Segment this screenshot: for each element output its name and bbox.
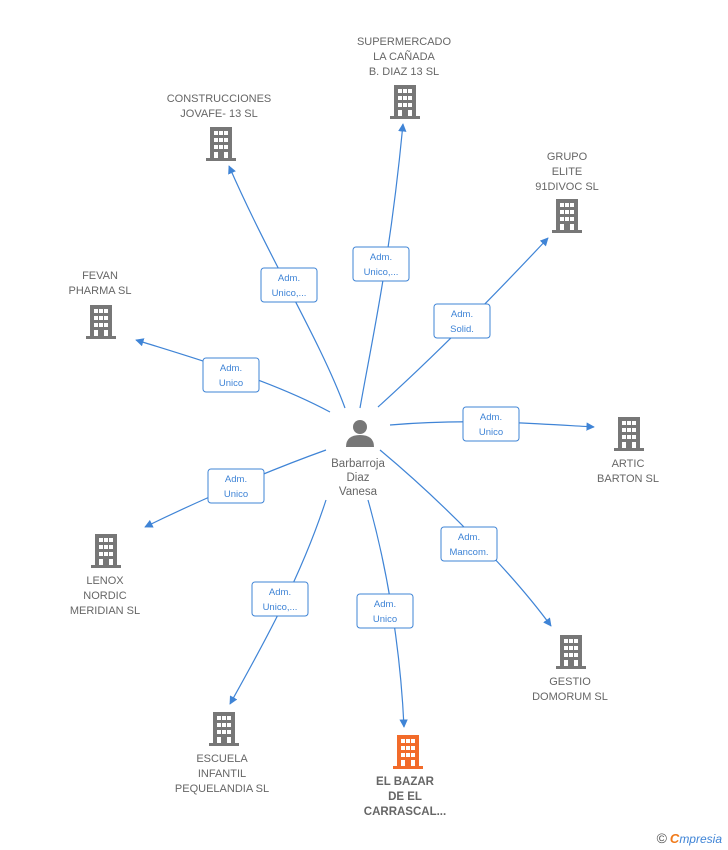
- company-name-line: B. DIAZ 13 SL: [369, 66, 439, 78]
- role-label-lenox[interactable]: Adm. Unico: [207, 468, 265, 504]
- role-label-box: [260, 267, 318, 303]
- building-icon: [91, 534, 121, 568]
- company-node-supermercado[interactable]: SUPERMERCADO LA CAÑADA B. DIAZ 13 SL: [357, 36, 452, 119]
- role-label-line: Mancom.: [449, 547, 488, 558]
- company-name-line: EL BAZAR: [376, 776, 435, 788]
- building-icon: [390, 85, 420, 119]
- role-label-line: Adm.: [370, 252, 392, 263]
- person-name-line-2: Diaz: [346, 472, 369, 484]
- company-node-construcciones[interactable]: CONSTRUCCIONES JOVAFE- 13 SL: [167, 93, 272, 161]
- company-name-line: CONSTRUCCIONES: [167, 93, 272, 105]
- role-label-construcciones[interactable]: Adm. Unico,...: [260, 267, 318, 303]
- brand-logo-initial: C: [669, 831, 680, 846]
- role-label-line: Adm.: [451, 309, 473, 320]
- role-label-box: [462, 406, 520, 442]
- company-node-el-bazar[interactable]: EL BAZAR DE EL CARRASCAL...: [364, 735, 446, 818]
- role-label-line: Unico: [219, 378, 243, 389]
- role-label-line: Unico,...: [364, 267, 399, 278]
- company-name-line: ESCUELA: [196, 753, 248, 765]
- role-label-el-bazar[interactable]: Adm. Unico: [356, 593, 414, 629]
- company-name-line: LA CAÑADA: [373, 50, 435, 63]
- role-label-line: Adm.: [225, 474, 247, 485]
- role-label-line: Adm.: [269, 587, 291, 598]
- role-label-box: [207, 468, 265, 504]
- company-node-escuela[interactable]: ESCUELA INFANTIL PEQUELANDIA SL: [175, 712, 269, 795]
- role-label-line: Adm.: [458, 532, 480, 543]
- company-name-line: ARTIC: [612, 458, 645, 470]
- person-name-line-3: Vanesa: [339, 486, 378, 498]
- company-node-fevan[interactable]: FEVAN PHARMA SL: [69, 270, 132, 339]
- building-icon: [393, 735, 423, 769]
- role-label-grupo-elite[interactable]: Adm. Solid.: [433, 303, 491, 339]
- company-node-grupo-elite[interactable]: GRUPO ELITE 91DIVOC SL: [535, 151, 599, 233]
- brand-logo-text: mpresia: [679, 832, 722, 846]
- role-label-box: [356, 593, 414, 629]
- company-name-line: GESTIO: [549, 676, 591, 688]
- company-name-line: CARRASCAL...: [364, 806, 446, 818]
- center-person[interactable]: Barbarroja Diaz Vanesa: [331, 420, 385, 498]
- company-name-line: SUPERMERCADO: [357, 36, 452, 48]
- building-icon: [206, 127, 236, 161]
- building-icon: [556, 635, 586, 669]
- company-name-line: PHARMA SL: [69, 285, 132, 297]
- company-name-line: INFANTIL: [198, 768, 246, 780]
- building-icon: [614, 417, 644, 451]
- role-label-line: Unico: [373, 614, 397, 625]
- company-name-line: DE EL: [388, 791, 422, 803]
- role-label-box: [352, 246, 410, 282]
- role-label-box: [433, 303, 491, 339]
- brand-footer: ©Cmpresia: [657, 830, 722, 846]
- edge-supermercado: [359, 123, 407, 409]
- copyright-symbol: ©: [656, 830, 667, 846]
- role-label-artic[interactable]: Adm. Unico: [462, 406, 520, 442]
- role-label-box: [202, 357, 260, 393]
- company-name-line: BARTON SL: [597, 473, 659, 485]
- role-label-line: Unico,...: [263, 602, 298, 613]
- company-name-line: ELITE: [552, 166, 583, 178]
- role-label-supermercado[interactable]: Adm. Unico,...: [352, 246, 410, 282]
- role-label-escuela[interactable]: Adm. Unico,...: [251, 581, 309, 617]
- role-label-line: Unico,...: [272, 288, 307, 299]
- company-name-line: LENOX: [86, 575, 124, 587]
- role-label-line: Adm.: [220, 363, 242, 374]
- role-label-box: [440, 526, 498, 562]
- company-name-line: GRUPO: [547, 151, 588, 163]
- person-icon: [346, 420, 374, 447]
- role-label-gestio[interactable]: Adm. Mancom.: [440, 526, 498, 562]
- role-label-fevan[interactable]: Adm. Unico: [202, 357, 260, 393]
- company-name-line: NORDIC: [83, 590, 126, 602]
- company-name-line: PEQUELANDIA SL: [175, 783, 269, 795]
- role-label-line: Adm.: [374, 599, 396, 610]
- company-name-line: FEVAN: [82, 270, 118, 282]
- role-label-line: Unico: [224, 489, 248, 500]
- role-label-line: Adm.: [480, 412, 502, 423]
- building-icon: [86, 305, 116, 339]
- company-name-line: MERIDIAN SL: [70, 605, 140, 617]
- role-label-box: [251, 581, 309, 617]
- building-icon: [552, 199, 582, 233]
- role-label-line: Unico: [479, 427, 503, 438]
- role-label-line: Adm.: [278, 273, 300, 284]
- company-node-lenox[interactable]: LENOX NORDIC MERIDIAN SL: [70, 534, 140, 617]
- company-node-gestio[interactable]: GESTIO DOMORUM SL: [532, 635, 608, 703]
- company-name-line: DOMORUM SL: [532, 691, 608, 703]
- company-name-line: JOVAFE- 13 SL: [180, 108, 257, 120]
- company-node-artic[interactable]: ARTIC BARTON SL: [597, 417, 659, 485]
- role-label-line: Solid.: [450, 324, 474, 335]
- company-name-line: 91DIVOC SL: [535, 181, 599, 193]
- building-icon: [209, 712, 239, 746]
- person-name-line-1: Barbarroja: [331, 458, 385, 470]
